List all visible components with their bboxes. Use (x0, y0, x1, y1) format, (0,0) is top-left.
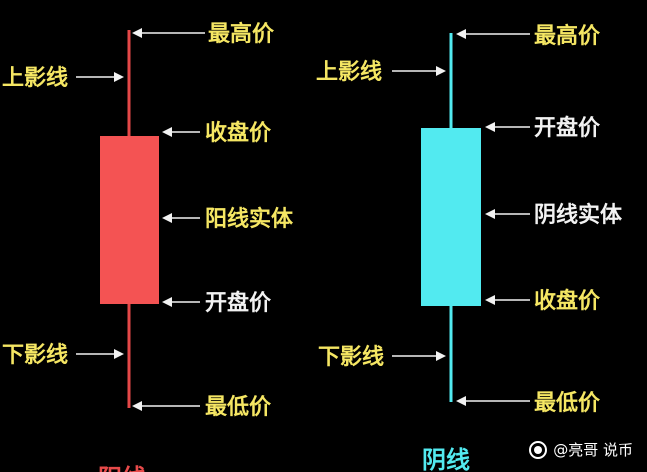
bullish-caption: 阳线 (98, 464, 146, 472)
bullish-close-label: 收盘价 (205, 120, 272, 146)
bearish-open-label: 开盘价 (534, 115, 601, 141)
bearish-candle (421, 33, 481, 402)
bullish-lower-shadow-label: 下影线 (2, 342, 68, 368)
bearish-lower-shadow-label: 下影线 (318, 344, 384, 370)
bearish-upper-shadow-label: 上影线 (316, 59, 382, 85)
bullish-open-label: 开盘价 (205, 290, 272, 316)
bullish-high-label: 最高价 (208, 21, 275, 47)
watermark-text: @亮哥 说币 (553, 441, 633, 459)
bearish-arrows (392, 29, 530, 406)
bearish-labels: 最高价 上影线 开盘价 阴线实体 收盘价 下影线 最低价 (316, 23, 623, 416)
bearish-low-label: 最低价 (534, 391, 601, 416)
brand-logo-icon (529, 440, 548, 459)
watermark: @亮哥 说币 (529, 439, 633, 460)
bullish-body (100, 136, 159, 304)
bearish-body-label: 阴线实体 (534, 202, 623, 228)
bullish-low-label: 最低价 (205, 395, 272, 420)
bearish-high-label: 最高价 (534, 23, 601, 49)
bearish-body (421, 128, 481, 306)
bullish-arrows (76, 28, 205, 411)
bearish-caption: 阴线 (422, 446, 470, 472)
bearish-close-label: 收盘价 (534, 288, 601, 314)
bullish-labels: 最高价 上影线 收盘价 阳线实体 开盘价 下影线 最低价 (2, 21, 294, 420)
bullish-upper-shadow-label: 上影线 (2, 65, 68, 91)
bullish-candle (100, 30, 159, 408)
bullish-body-label: 阳线实体 (205, 206, 294, 232)
